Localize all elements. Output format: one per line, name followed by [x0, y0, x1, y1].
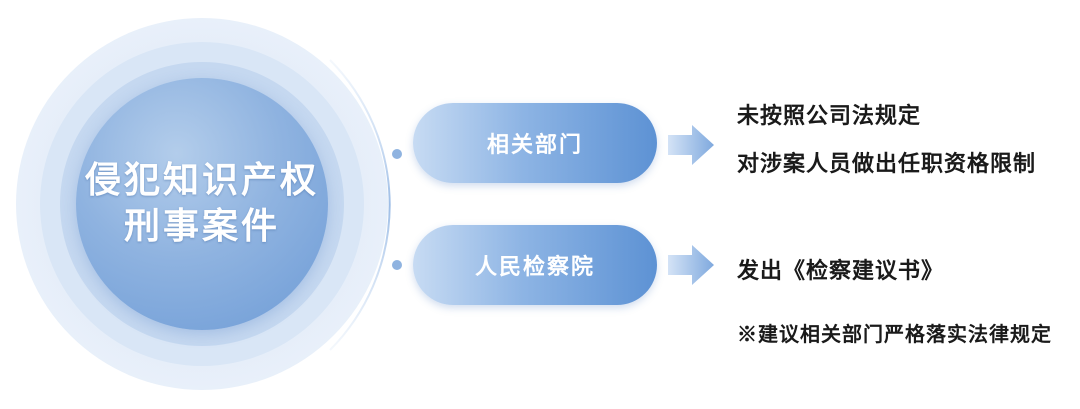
right-arrow-icon — [668, 245, 714, 285]
branch-label: 人民检察院 — [474, 255, 595, 280]
center-title-line-2: 刑事案件 — [123, 206, 280, 247]
arc-dot-bottom — [392, 260, 402, 270]
result-text-line: 对涉案人员做出任职资格限制 — [737, 151, 1037, 177]
center-title-line-1: 侵犯知识产权 — [84, 160, 319, 201]
right-arrow-icon — [668, 125, 714, 165]
result-text-line: 未按照公司法规定 — [737, 103, 922, 129]
center-circle — [76, 78, 328, 330]
footnote: ※建议相关部门严格落实法律规定 — [737, 322, 1052, 346]
branch-pill-related-departments: 相关部门 — [413, 103, 657, 183]
branch-label: 相关部门 — [486, 133, 583, 158]
center-title: 侵犯知识产权 刑事案件 — [76, 78, 328, 330]
arc-dot-top — [392, 149, 402, 159]
result-text-line: 发出《检察建议书》 — [737, 258, 945, 284]
branch-pill-procuratorate: 人民检察院 — [413, 225, 657, 305]
arc-line — [329, 59, 391, 351]
